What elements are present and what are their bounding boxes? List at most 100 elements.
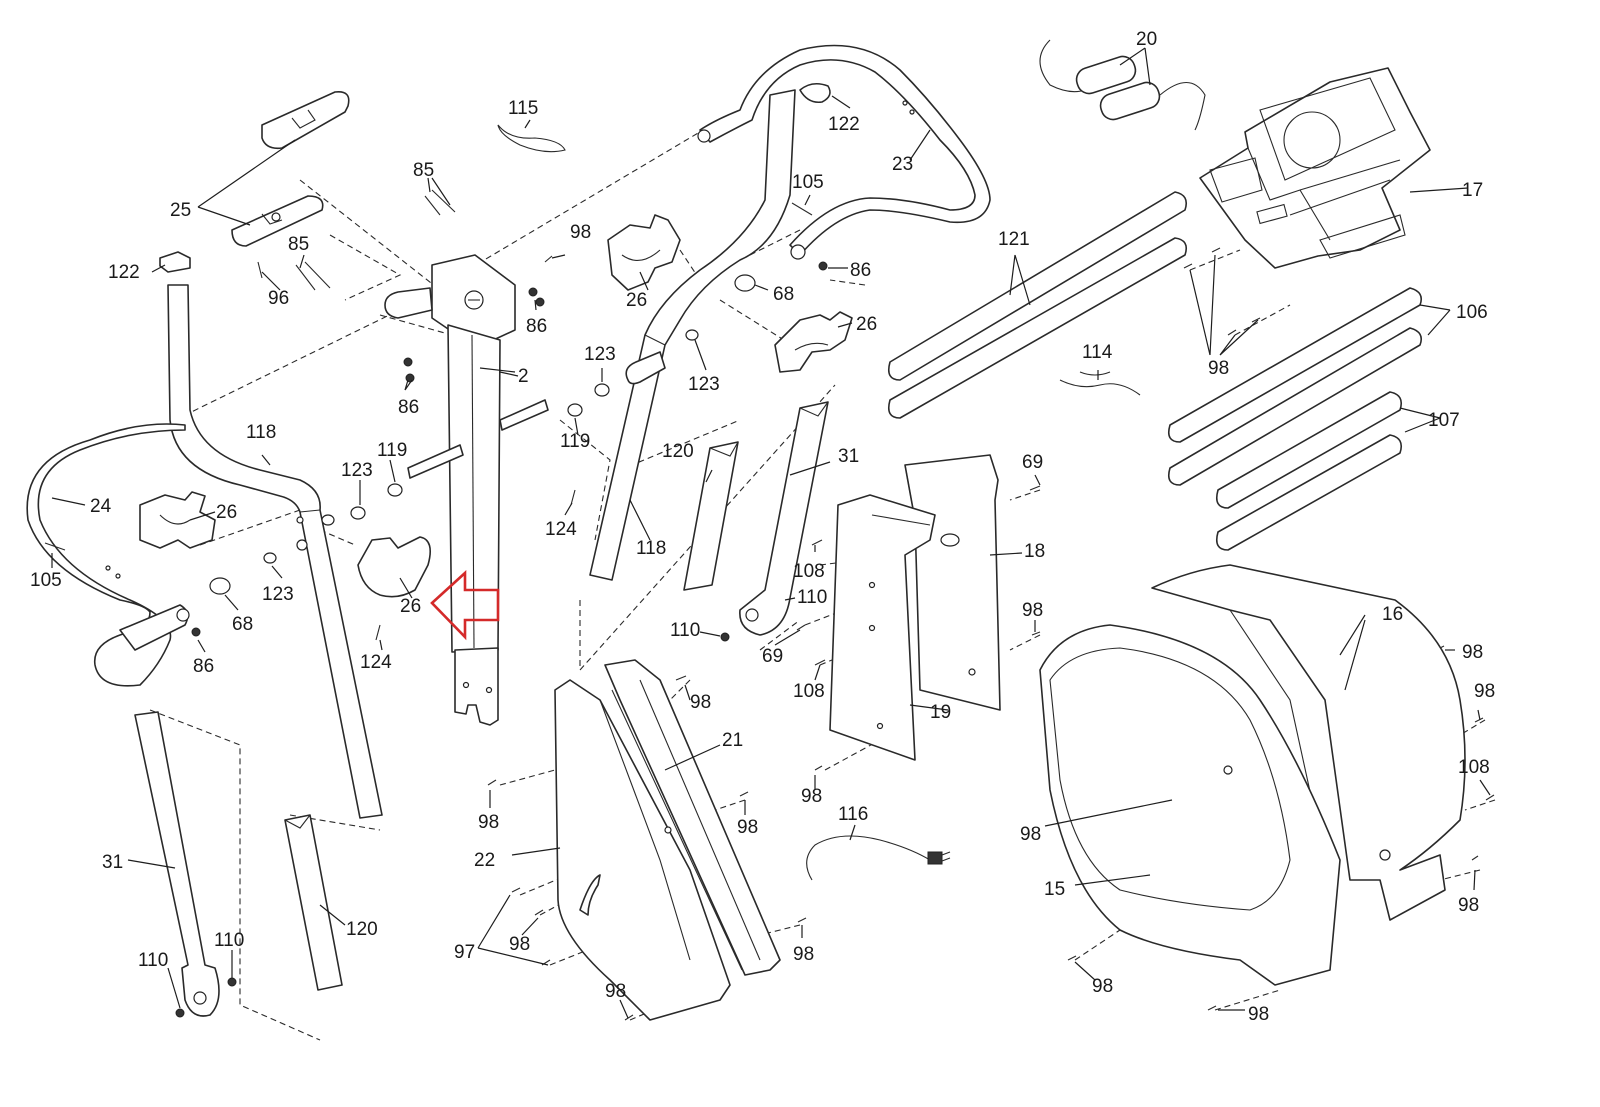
callout-25: 25 bbox=[170, 200, 191, 221]
callout-121: 121 bbox=[998, 229, 1030, 250]
callout-97: 97 bbox=[454, 942, 475, 963]
callout-122: 122 bbox=[828, 114, 860, 135]
callout-labels: 25 122 96 85 85 86 98 86 2 115 122 23 10… bbox=[30, 29, 1495, 1025]
callout-96: 96 bbox=[268, 288, 289, 309]
callout-105: 105 bbox=[792, 172, 824, 193]
callout-20: 20 bbox=[1136, 29, 1157, 50]
callout-26: 26 bbox=[626, 290, 647, 311]
callout-98: 98 bbox=[801, 786, 822, 807]
lower-handle-24 bbox=[26, 423, 190, 687]
callout-86: 86 bbox=[398, 397, 419, 418]
callout-120: 120 bbox=[346, 919, 378, 940]
callout-108: 108 bbox=[793, 561, 825, 582]
callout-98: 98 bbox=[690, 692, 711, 713]
right-handle-23 bbox=[697, 44, 991, 260]
leader-lines bbox=[51, 47, 1491, 1019]
callout-115: 115 bbox=[508, 98, 538, 119]
callout-98: 98 bbox=[793, 944, 814, 965]
pulse-grips-20 bbox=[1039, 39, 1206, 131]
callout-106: 106 bbox=[1456, 302, 1488, 323]
callout-116: 116 bbox=[838, 804, 868, 825]
callout-98: 98 bbox=[478, 812, 499, 833]
callout-26: 26 bbox=[216, 502, 237, 523]
callout-98: 98 bbox=[1458, 895, 1479, 916]
foam-tubes-121 bbox=[887, 191, 1188, 419]
callout-107: 107 bbox=[1428, 410, 1460, 431]
callout-119: 119 bbox=[377, 440, 407, 461]
bracket-120-upper bbox=[683, 441, 739, 591]
callout-26: 26 bbox=[400, 596, 421, 617]
callout-98: 98 bbox=[737, 817, 758, 838]
callout-108: 108 bbox=[1458, 757, 1490, 778]
callout-120: 120 bbox=[662, 441, 694, 462]
foam-tubes-106 bbox=[1167, 287, 1423, 486]
callout-122: 122 bbox=[108, 262, 140, 283]
shield-26-left bbox=[139, 491, 216, 549]
callout-108: 108 bbox=[793, 681, 825, 702]
callout-110: 110 bbox=[670, 620, 700, 641]
callout-114: 114 bbox=[1082, 342, 1113, 363]
callout-15: 15 bbox=[1044, 879, 1065, 900]
bracket-31-lower bbox=[134, 711, 220, 1017]
center-post-2 bbox=[384, 254, 549, 726]
callout-23: 23 bbox=[892, 154, 913, 175]
callout-98: 98 bbox=[1208, 358, 1229, 379]
callout-123: 123 bbox=[584, 344, 616, 365]
callout-21: 21 bbox=[722, 730, 743, 751]
wire-harness-115 bbox=[497, 124, 566, 153]
bracket-120-lower bbox=[284, 814, 343, 991]
shield-26-upper bbox=[607, 214, 681, 291]
shield-26-center bbox=[357, 536, 431, 598]
right-arm-tube-118 bbox=[589, 89, 796, 581]
callout-68: 68 bbox=[232, 614, 253, 635]
callout-110: 110 bbox=[214, 930, 244, 951]
callout-110: 110 bbox=[797, 587, 827, 608]
callout-98: 98 bbox=[1092, 976, 1113, 997]
callout-118: 118 bbox=[636, 538, 666, 559]
callout-118: 118 bbox=[246, 422, 276, 443]
callout-98: 98 bbox=[1248, 1004, 1269, 1025]
callout-86: 86 bbox=[526, 316, 547, 337]
arrow-left-icon bbox=[430, 570, 500, 641]
callout-86: 86 bbox=[193, 656, 214, 677]
console-17 bbox=[1199, 67, 1431, 269]
callout-69: 69 bbox=[762, 646, 783, 667]
callout-124: 124 bbox=[545, 519, 577, 540]
shroud-22 bbox=[554, 679, 731, 1021]
callout-119: 119 bbox=[560, 431, 590, 452]
callout-68: 68 bbox=[773, 284, 794, 305]
wire-harness-114 bbox=[1059, 371, 1141, 396]
callout-85: 85 bbox=[288, 234, 309, 255]
callout-98: 98 bbox=[1474, 681, 1495, 702]
callout-86: 86 bbox=[850, 260, 871, 281]
callout-105: 105 bbox=[30, 570, 62, 591]
shield-26-lower bbox=[774, 311, 853, 373]
callout-98: 98 bbox=[1022, 600, 1043, 621]
foam-tubes-107 bbox=[1215, 391, 1403, 551]
bracket-31-upper bbox=[739, 401, 829, 636]
callout-24: 24 bbox=[90, 496, 112, 517]
callout-26: 26 bbox=[856, 314, 877, 335]
callout-16: 16 bbox=[1382, 604, 1403, 625]
callout-31: 31 bbox=[838, 446, 859, 467]
callout-123: 123 bbox=[341, 460, 373, 481]
handlebar-grip-25 bbox=[231, 90, 350, 247]
callout-31: 31 bbox=[102, 852, 123, 873]
power-cord-116 bbox=[806, 835, 951, 881]
callout-85: 85 bbox=[413, 160, 434, 181]
callout-17: 17 bbox=[1462, 180, 1483, 201]
callout-19: 19 bbox=[930, 702, 951, 723]
callout-98: 98 bbox=[605, 981, 626, 1002]
callout-123: 123 bbox=[262, 584, 294, 605]
callout-98: 98 bbox=[1462, 642, 1483, 663]
callout-98: 98 bbox=[509, 934, 530, 955]
callout-98: 98 bbox=[570, 222, 591, 243]
callout-110: 110 bbox=[138, 950, 168, 971]
callout-123: 123 bbox=[688, 374, 720, 395]
callout-2: 2 bbox=[518, 366, 529, 387]
cover-18 bbox=[904, 454, 1001, 711]
callout-69: 69 bbox=[1022, 452, 1043, 473]
callout-22: 22 bbox=[474, 850, 495, 871]
callout-18: 18 bbox=[1024, 541, 1045, 562]
